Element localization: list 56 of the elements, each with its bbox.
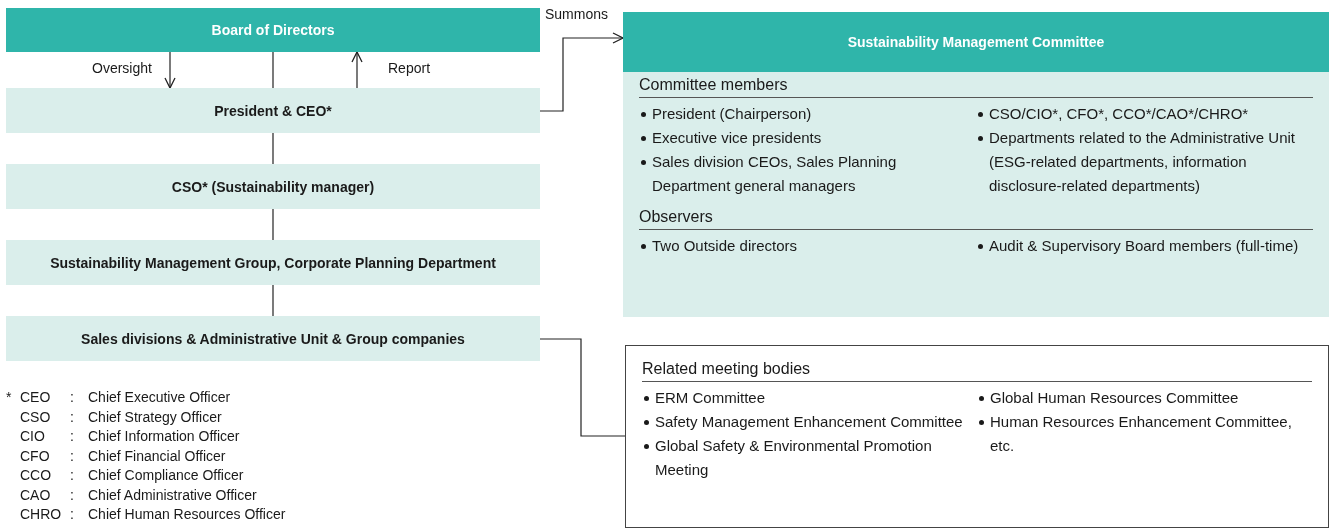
list-item-text: Global Safety & Environmental Promotion Meeting: [655, 436, 933, 480]
connector-line: [272, 284, 274, 317]
arrow: [164, 51, 176, 89]
separator: :: [70, 427, 75, 446]
section-heading: Committee members: [639, 72, 1313, 98]
abbreviation-meaning: Chief Administrative Officer: [88, 485, 258, 505]
connector-line: [539, 338, 626, 437]
abbreviation-meaning: Chief Human Resources Officer: [88, 505, 286, 524]
list-item-text: Two Outside directors: [652, 236, 798, 256]
separator: :: [70, 485, 75, 505]
committee-panel: [623, 12, 1329, 317]
arrow: [539, 32, 624, 112]
list-item-text: President (Chairperson): [652, 104, 812, 124]
board-box: Board of Directors: [6, 8, 540, 52]
connector-line: [272, 132, 274, 165]
abbreviation: CCO: [20, 466, 53, 485]
panel-header: Sustainability Management Committee: [623, 12, 1329, 72]
section-heading: Related meeting bodies: [642, 356, 1312, 382]
edge-label: Report: [386, 60, 433, 76]
org-box: CSO* (Sustainability manager): [6, 164, 540, 209]
footnote-mark: *: [6, 388, 13, 407]
abbreviation: CIO: [20, 427, 46, 446]
list-item-text: Departments related to the Administrative Unit (ESG-related departments, information disclosure-related departments): [989, 128, 1296, 196]
separator: :: [70, 388, 75, 407]
list-item-text: Audit & Supervisory Board members (full-time): [989, 236, 1299, 256]
org-box: President & CEO*: [6, 88, 540, 133]
separator: :: [70, 407, 75, 427]
abbreviation: CEO: [20, 388, 52, 407]
edge-label: Oversight: [90, 60, 154, 76]
connector-line: [272, 208, 274, 241]
abbreviation-meaning: Chief Financial Officer: [88, 446, 227, 466]
list-item-text: Global Human Resources Committee: [990, 388, 1239, 408]
list-item-text: CSO/CIO*, CFO*, CCO*/CAO*/CHRO*: [989, 104, 1249, 124]
list-item-text: Safety Management Enhancement Committee: [655, 412, 963, 432]
org-box: Sales divisions & Administrative Unit & Group companies: [6, 316, 540, 361]
edge-label: Summons: [543, 6, 611, 22]
abbreviation-meaning: Chief Strategy Officer: [88, 407, 223, 427]
list-item-text: Sales division CEOs, Sales Planning Department general managers: [652, 152, 898, 196]
abbreviation: CFO: [20, 446, 51, 466]
section-heading: Observers: [639, 204, 1313, 230]
abbreviation-meaning: Chief Executive Officer: [88, 388, 232, 407]
list-item-text: ERM Committee: [655, 388, 766, 408]
abbreviation: CAO: [20, 485, 52, 505]
separator: :: [70, 446, 75, 466]
abbreviation: CHRO: [20, 505, 63, 524]
org-box: Sustainability Management Group, Corporate Planning Department: [6, 240, 540, 285]
arrow: [351, 51, 363, 89]
abbreviation-meaning: Chief Information Officer: [88, 427, 241, 446]
meeting-bodies-panel: [625, 345, 1329, 528]
separator: :: [70, 466, 75, 485]
list-item-text: Executive vice presidents: [652, 128, 822, 148]
separator: :: [70, 505, 75, 524]
abbreviation: CSO: [20, 407, 52, 427]
abbreviation-meaning: Chief Compliance Officer: [88, 466, 245, 485]
connector-line: [272, 51, 274, 89]
list-item-text: Human Resources Enhancement Committee, etc.: [990, 412, 1293, 456]
